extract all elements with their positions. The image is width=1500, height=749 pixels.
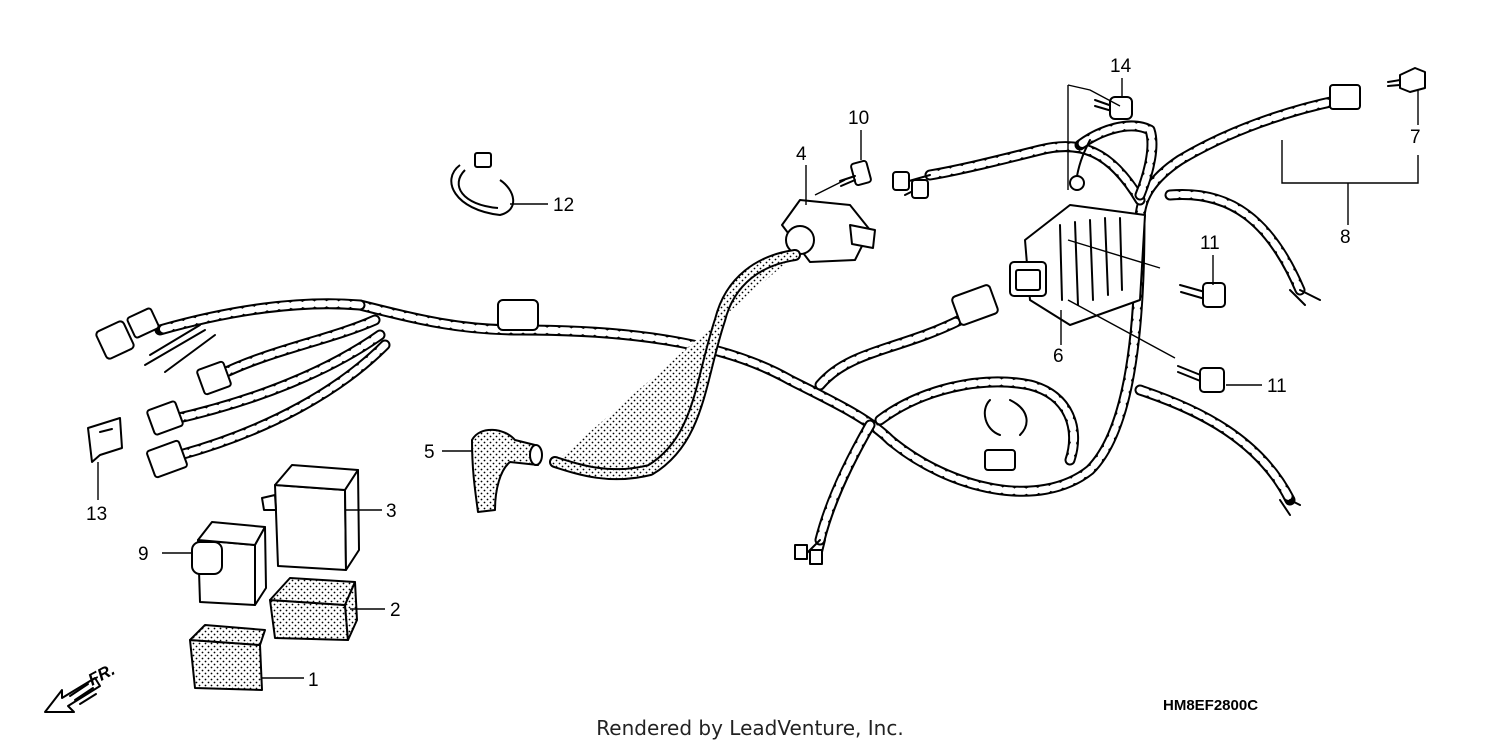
- callout-3: 3: [386, 501, 397, 522]
- leader-lines: [97, 78, 1419, 679]
- part-10-bolt: [839, 159, 872, 187]
- callout-1: 1: [308, 670, 319, 691]
- render-credit: Rendered by LeadVenture, Inc.: [596, 716, 904, 740]
- callout-11-lower: 11: [1267, 376, 1287, 397]
- callout-numbers: 1 2 3 4 5 6 7 8 9 10 11 11 12 13 14: [86, 56, 1421, 691]
- callout-10: 10: [848, 108, 869, 129]
- callout-5: 5: [424, 442, 435, 463]
- callout-8: 8: [1340, 227, 1351, 248]
- main-harness: [154, 94, 1346, 546]
- drawing-code: HM8EF2800C: [1163, 697, 1259, 714]
- front-direction-arrow: FR.: [44, 660, 118, 713]
- part-11-bolts: [1177, 282, 1226, 393]
- callout-13: 13: [86, 504, 107, 525]
- callout-7: 7: [1410, 127, 1421, 148]
- part-5-plug-cap: [471, 428, 543, 513]
- part-3-cdi-unit: [261, 464, 360, 571]
- callout-14: 14: [1110, 56, 1132, 77]
- callout-12: 12: [553, 195, 574, 216]
- part-4-starter-switch: [549, 199, 876, 481]
- part-6-regulator: [1009, 204, 1146, 326]
- part-2-relay-box: [269, 577, 358, 641]
- callout-6: 6: [1053, 346, 1064, 367]
- part-1-cover: [189, 624, 266, 691]
- part-13-clip: [87, 417, 123, 463]
- part-14-bolt: [1094, 96, 1133, 120]
- callout-2: 2: [390, 600, 401, 621]
- part-12-band: [450, 152, 515, 216]
- callout-11-upper: 11: [1200, 233, 1220, 254]
- callout-4: 4: [796, 144, 807, 165]
- callout-9: 9: [138, 544, 149, 565]
- part-9-relay: [191, 521, 267, 606]
- part-7-relay: [1387, 67, 1426, 93]
- harness-connectors: [95, 84, 1361, 565]
